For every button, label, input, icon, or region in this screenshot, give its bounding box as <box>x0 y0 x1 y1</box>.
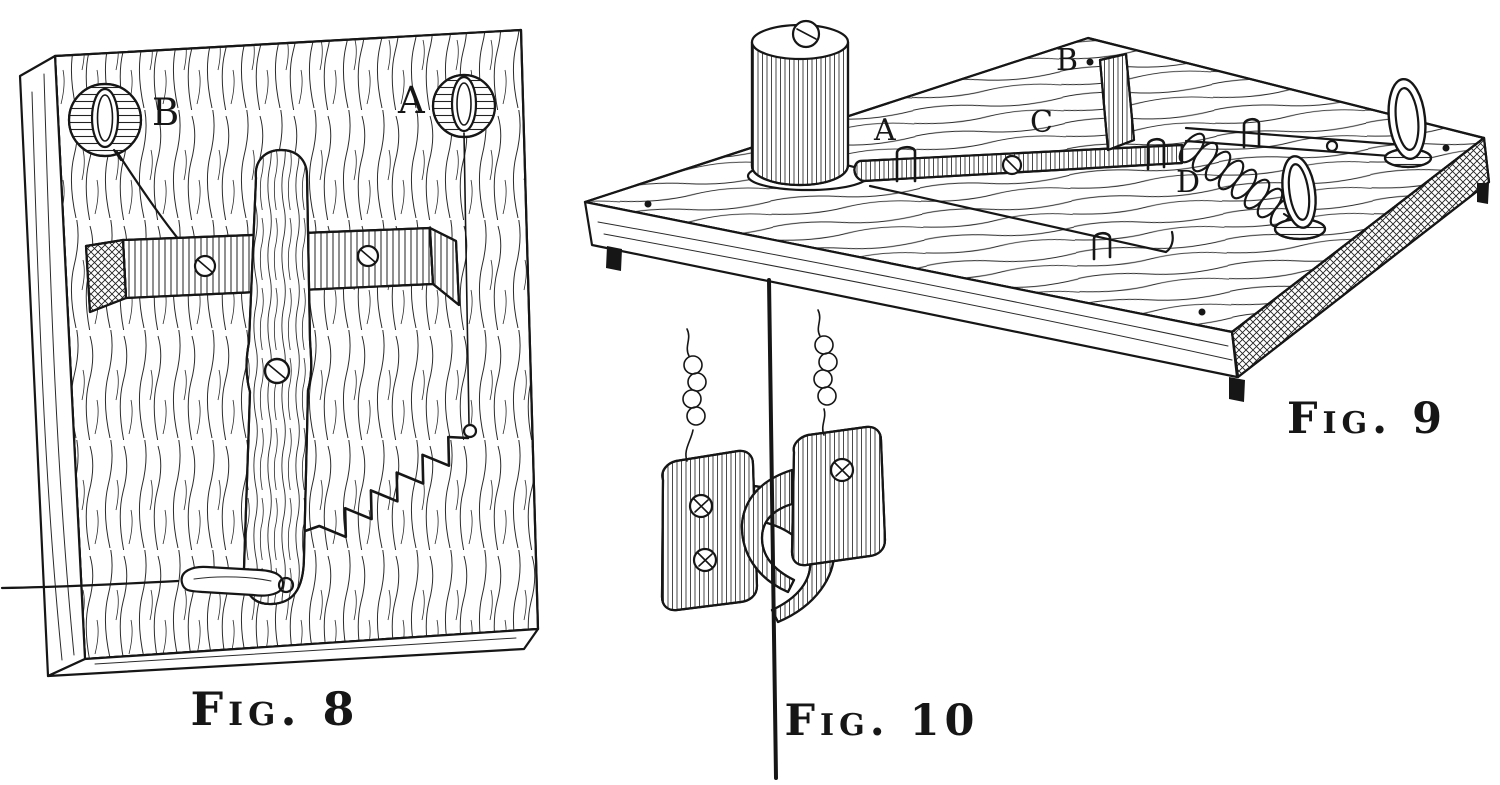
left-clip-screw-slots <box>693 498 713 568</box>
fig9-label-b: B <box>1056 43 1079 78</box>
baseboard-nail-dot-4 <box>1198 308 1206 316</box>
left-pigtail-coil <box>683 355 703 375</box>
fig8-armature-lever <box>242 148 313 606</box>
baseboard-right-end-outline <box>1230 136 1491 379</box>
baseboard-front-grain <box>597 221 1233 361</box>
post-b-eye-hole <box>90 87 120 149</box>
fig9-front-wire <box>868 184 1174 254</box>
fig9-label-a: A <box>874 113 896 148</box>
fig9-label-d: D <box>1176 165 1201 200</box>
coil-spring <box>303 435 470 539</box>
fig8-label-a: A <box>398 79 425 122</box>
adjusting-screw-c-slot <box>1005 158 1019 172</box>
thread-end-bead <box>462 423 478 439</box>
armature-flag-hatching <box>1100 54 1134 150</box>
post-b-knob-outline <box>67 82 143 158</box>
fig9-baseboard <box>583 36 1491 402</box>
baseboard-end-grain <box>1232 138 1489 377</box>
figure-9-drawing <box>583 19 1491 402</box>
cylinder-body-shading <box>752 42 848 185</box>
figure-8-drawing <box>0 28 540 678</box>
post-a-eye-hole <box>450 75 478 133</box>
middle-post-ring-inner <box>1287 163 1311 221</box>
middle-post-base-hatch <box>1275 219 1325 239</box>
post-b-eye-hole-inner <box>96 94 114 142</box>
baseboard-nail-dot-1 <box>644 200 652 208</box>
bracket-screw-slots <box>197 249 376 273</box>
figure-10-drawing <box>660 278 887 780</box>
lever-strip-outline <box>853 143 1184 183</box>
cylinder-top-screw-slot <box>796 28 817 40</box>
fig8-pull-wire-and-link <box>0 565 295 597</box>
baseboard-top-grain <box>585 38 1484 332</box>
wire-staples <box>895 117 1261 261</box>
baseboard-nail-dot-3 <box>1442 144 1450 152</box>
armature-flag-outline <box>1098 52 1136 152</box>
right-metal-strip <box>1184 126 1406 159</box>
board-bottom-edge-face <box>46 627 540 678</box>
bracket-left-plate-outline <box>84 238 128 314</box>
bracket-right-flap-hatching <box>430 228 459 305</box>
bracket-right-flap-outline <box>428 226 461 307</box>
right-strip-screw <box>1325 139 1339 153</box>
fig9-binding-post-middle <box>1273 155 1327 241</box>
bracket-left-plate-crosshatch <box>86 240 126 312</box>
right-clip-screw-slots <box>834 462 850 478</box>
left-clip-plate-hatching <box>662 450 757 611</box>
cylinder-body-outline <box>750 40 850 187</box>
fig9-label-c: C <box>1030 105 1053 140</box>
right-pigtail-coil <box>813 369 833 389</box>
right-pigtail-lower <box>821 408 826 436</box>
thread-from-post-a <box>463 132 470 425</box>
left-pigtail-coil <box>687 372 707 392</box>
board-left-edge-grain <box>31 73 75 661</box>
pull-wire <box>0 579 180 590</box>
fig8-label-b: B <box>152 91 180 134</box>
board-bottom-edge-grain <box>94 637 517 665</box>
left-pigtail-coil <box>686 406 706 426</box>
fig10-right-clip <box>740 309 887 594</box>
far-post-ring-inner <box>1394 87 1420 151</box>
right-clip-wrap-outline <box>740 468 796 594</box>
lever-pivot-screw-slot <box>267 363 287 380</box>
left-pigtail-upper <box>686 328 690 357</box>
left-pigtail-coil <box>682 389 702 409</box>
fig9-caption: Fig. 9 <box>1286 394 1448 444</box>
link-loop-inner-line <box>193 576 272 582</box>
left-pigtail-lower <box>685 429 694 462</box>
middle-post-ring <box>1281 155 1317 229</box>
right-clip-wrap-hatching <box>741 470 794 592</box>
right-clip-plate-hatching <box>792 426 885 566</box>
right-pigtail-coil <box>818 352 838 372</box>
left-clip-plate-outline <box>660 449 759 612</box>
right-pigtail-upper <box>817 309 821 337</box>
fig8-binding-post-b <box>67 82 143 162</box>
baseboard-nail-dot-2 <box>1086 58 1094 66</box>
fig10-caption: Fig. 10 <box>784 696 980 746</box>
fig8-caption: Fig. 8 <box>190 682 360 736</box>
link-hook-ring <box>277 576 295 594</box>
fig8-wood-board <box>18 28 540 678</box>
post-a-eye-hole-inner <box>456 82 472 126</box>
link-loop <box>180 565 285 597</box>
right-clip-plate-outline <box>790 425 887 567</box>
fig10-line-wire <box>767 278 778 780</box>
fig9-right-strip-and-post <box>1184 77 1433 169</box>
post-b-neck <box>112 148 123 162</box>
right-pigtail-coil <box>814 335 834 355</box>
fig8-binding-post-a <box>431 73 497 139</box>
right-pigtail-coil <box>817 386 837 406</box>
fig8-thread-and-spring <box>303 132 478 539</box>
fig9-cylinder-post <box>746 19 870 192</box>
lever-outline <box>242 148 313 606</box>
fig9-lever-arm <box>853 52 1261 261</box>
